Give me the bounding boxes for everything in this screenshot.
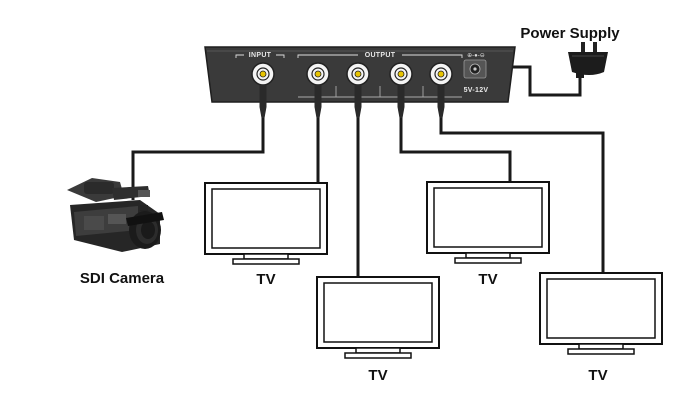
cable-power — [486, 65, 582, 97]
dc-jack-icon: ⊕-●-⊖ — [463, 53, 487, 79]
camera-label: SDI Camera — [80, 270, 165, 287]
bnc-output-connector-2 — [346, 62, 370, 118]
tv-label-4: TV — [588, 367, 607, 384]
cable-camera-input — [131, 118, 265, 200]
tv-icon-4 — [539, 272, 663, 355]
output-label: OUTPUT — [365, 52, 396, 59]
voltage-label: 5V-12V — [464, 87, 489, 94]
tv-label-3: TV — [478, 271, 497, 288]
bnc-output-connector-3 — [389, 62, 413, 118]
power-adapter-icon — [568, 42, 608, 78]
bnc-output-connector-1 — [306, 62, 330, 118]
camera-icon — [67, 178, 164, 252]
tv-label-1: TV — [256, 271, 275, 288]
cable-output4-tv4 — [439, 118, 605, 273]
tv-icon-1 — [204, 182, 328, 265]
tv-icon-2 — [316, 276, 440, 359]
cables — [131, 65, 605, 277]
power-supply-label: Power Supply — [520, 25, 620, 42]
tv-label-2: TV — [368, 367, 387, 384]
tv-icon-3 — [426, 181, 550, 264]
bnc-output-connector-4 — [429, 62, 453, 118]
cable-output3-tv3 — [399, 118, 512, 182]
svg-text:⊕-●-⊖: ⊕-●-⊖ — [467, 53, 485, 59]
input-label: INPUT — [249, 52, 272, 59]
bnc-input-connector — [251, 62, 275, 118]
